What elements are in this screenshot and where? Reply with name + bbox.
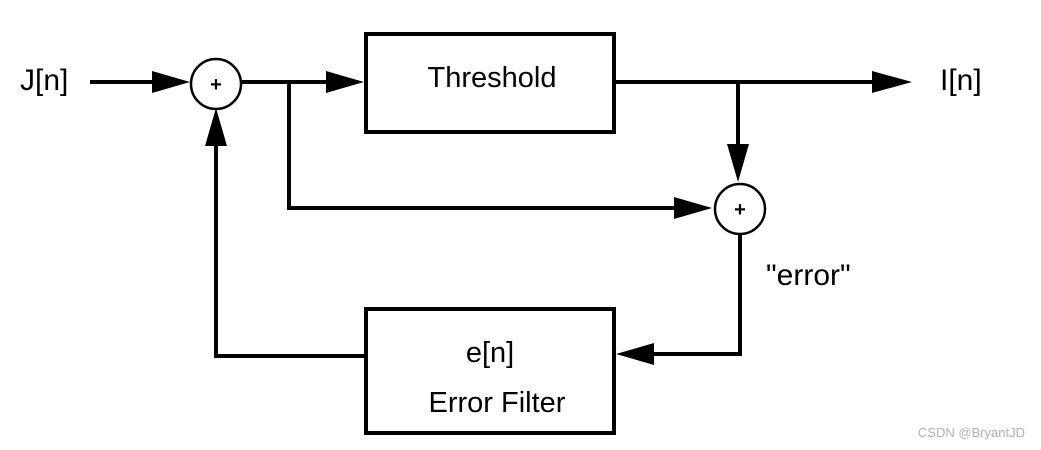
error-filter-signal-label: e[n]: [466, 337, 514, 369]
error-summer: +: [713, 182, 767, 236]
input-summer-plus: +: [210, 74, 222, 96]
threshold-label: Threshold: [428, 62, 557, 94]
output-arrow: [872, 71, 912, 93]
error-filter-name-label: Error Filter: [429, 387, 566, 419]
threshold-input-arrow: [326, 71, 364, 93]
error-summer-plus: +: [734, 199, 746, 221]
input-summer: +: [189, 57, 243, 111]
output-label: I[n]: [940, 64, 982, 97]
error-filter-block: e[n] Error Filter: [364, 307, 616, 435]
error-filter-input-arrow: [616, 343, 654, 365]
feedback-arrow: [205, 108, 227, 146]
error-summer-top-arrow: [727, 144, 749, 182]
input-label: J[n]: [20, 64, 68, 97]
error-summer-left-arrow: [674, 197, 712, 219]
input-arrow: [152, 71, 190, 93]
error-label: "error": [766, 259, 851, 292]
watermark: CSDN @BryantJD: [918, 425, 1025, 440]
threshold-block: Threshold: [364, 32, 616, 134]
